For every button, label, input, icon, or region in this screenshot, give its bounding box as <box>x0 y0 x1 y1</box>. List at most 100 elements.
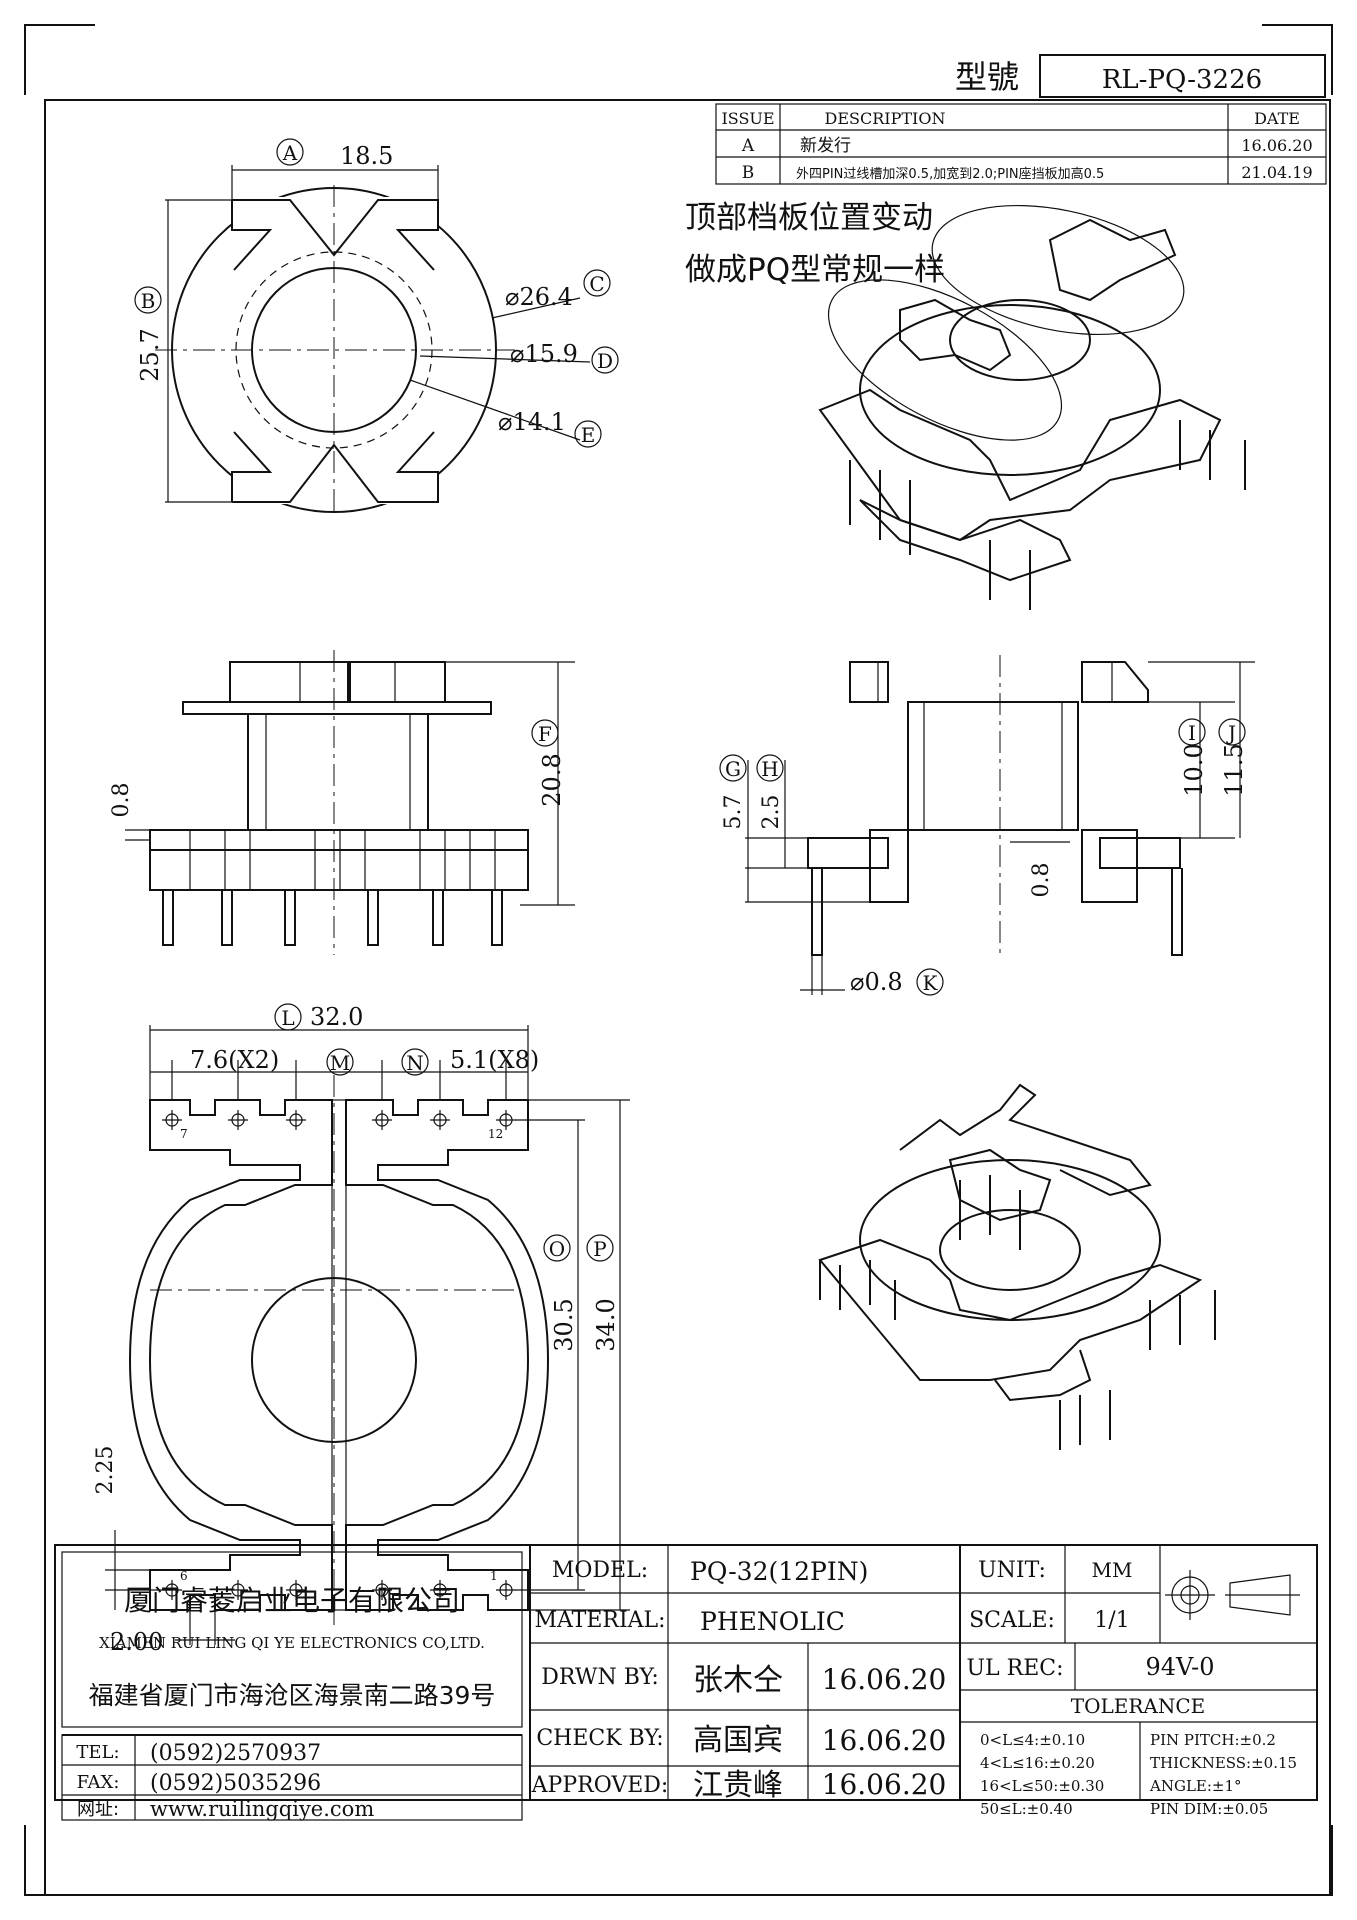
isometric-view-bottom <box>818 1083 1216 1450</box>
balloon-g <box>719 754 747 782</box>
projection-symbol-icon <box>1165 1570 1300 1620</box>
dim-left-small: 2.25 <box>93 1446 118 1495</box>
scale-value: 1/1 <box>1094 1608 1129 1633</box>
check-by-label: CHECK BY: <box>536 1726 663 1751</box>
dim-a-value: 18.5 <box>340 142 393 170</box>
corner-marks <box>24 24 1333 1896</box>
rev-b-date: 21.04.19 <box>1241 163 1312 182</box>
tolerance-7: ANGLE:±1° <box>1149 1777 1242 1795</box>
tolerance-2: 4<L≤16:±0.20 <box>980 1754 1095 1772</box>
tolerance-3: 16<L≤50:±0.30 <box>980 1777 1104 1795</box>
balloon-b-label: B <box>141 289 156 313</box>
dim-d-value: ⌀15.9 <box>510 340 578 368</box>
model-number: RL-PQ-3226 <box>1102 65 1262 95</box>
rev-b-issue: B <box>742 163 755 183</box>
model-field-label: MODEL: <box>552 1558 648 1583</box>
balloon-o <box>543 1234 571 1262</box>
balloon-p <box>586 1234 614 1262</box>
dim-p-value: 34.0 <box>592 1298 620 1351</box>
tolerance-1: 0<L≤4:±0.10 <box>980 1731 1085 1749</box>
dim-g-value: 5.7 <box>721 795 746 830</box>
fax-label: FAX: <box>77 1772 120 1793</box>
dim-f-small: 0.8 <box>109 783 134 818</box>
rev-a-desc: 新发行 <box>800 136 851 156</box>
drawn-date: 16.06.20 <box>822 1663 947 1696</box>
balloon-o-label: O <box>549 1237 565 1261</box>
company-name-cn: 厦门睿菱启业电子有限公司 <box>124 1584 460 1617</box>
model-label: 型號 <box>955 58 1019 96</box>
sheet-border <box>44 99 1331 1896</box>
approved-by-label: APPROVED: <box>531 1773 669 1798</box>
check-date: 16.06.20 <box>822 1724 947 1757</box>
dim-j-value: 11.5 <box>1220 743 1248 796</box>
dim-h-value: 2.5 <box>759 795 784 830</box>
balloon-l <box>274 1003 302 1031</box>
rev-header-date: DATE <box>1254 109 1300 128</box>
pin-label-7: 7 <box>180 1127 188 1141</box>
pin-label-1: 1 <box>490 1569 498 1583</box>
drawn-by-name: 张木仝 <box>693 1663 783 1698</box>
approved-date: 16.06.20 <box>822 1768 947 1801</box>
tel-label: TEL: <box>76 1742 119 1763</box>
unit-value: MM <box>1092 1558 1133 1582</box>
dim-i-value: 10.0 <box>1180 743 1208 796</box>
dim-n-value: 5.1(X8) <box>450 1046 539 1074</box>
tel-value: (0592)2570937 <box>150 1741 321 1766</box>
title-block: 厦门睿菱启业电子有限公司 XIAMEN RUI LING QI YE ELECT… <box>54 1544 1318 1821</box>
balloon-j <box>1218 718 1246 746</box>
balloon-i-label: I <box>1188 721 1196 745</box>
check-by-name: 高国宾 <box>693 1723 783 1758</box>
balloon-h-label: H <box>761 757 778 781</box>
tolerance-4: 50≤L:±0.40 <box>980 1800 1073 1818</box>
pin-label-6: 6 <box>180 1569 188 1583</box>
balloon-b <box>134 286 162 314</box>
web-value: www.ruilingqiye.com <box>150 1797 374 1821</box>
pin-label-12: 12 <box>488 1127 503 1141</box>
rev-b-desc: 外四PIN过线槽加深0.5,加宽到2.0;PIN座挡板加高0.5 <box>796 166 1104 182</box>
drawn-by-label: DRWN BY: <box>541 1665 659 1690</box>
balloon-n <box>401 1048 429 1076</box>
balloon-n-label: N <box>406 1051 424 1075</box>
balloon-p-label: P <box>593 1237 606 1261</box>
rev-a-date: 16.06.20 <box>1241 136 1312 155</box>
balloon-k <box>916 968 944 996</box>
dim-c-value: ⌀26.4 <box>505 283 573 311</box>
balloon-c-label: C <box>589 272 604 296</box>
fax-value: (0592)5035296 <box>150 1771 321 1796</box>
dim-e-value: ⌀14.1 <box>498 408 566 436</box>
dim-f-value: 20.8 <box>538 753 566 806</box>
dim-k-value: ⌀0.8 <box>850 968 903 996</box>
balloon-i <box>1178 718 1206 746</box>
balloon-f <box>531 719 559 747</box>
company-address: 福建省厦门市海沧区海景南二路39号 <box>89 1681 496 1710</box>
top-view: 18.5 25.7 ⌀26.4 ⌀15.9 ⌀14.1 <box>136 142 591 515</box>
balloon-m <box>326 1048 354 1076</box>
balloon-a-label: A <box>282 141 298 165</box>
balloon-a <box>276 138 304 166</box>
material-label: MATERIAL: <box>534 1608 665 1633</box>
model-field-value: PQ-32(12PIN) <box>690 1557 868 1586</box>
front-view: 20.8 0.8 <box>109 650 575 955</box>
web-label: 网址: <box>77 1799 119 1820</box>
dim-b-value: 25.7 <box>136 328 164 381</box>
dim-m-value: 7.6(X2) <box>190 1046 279 1074</box>
rev-header-issue: ISSUE <box>721 109 774 128</box>
balloons: A B C D E F G H I J K L M N O P <box>134 138 1246 1262</box>
note-line-1: 顶部档板位置变动 <box>685 200 933 236</box>
rev-header-desc: DESCRIPTION <box>825 109 946 128</box>
dim-side-small: 0.8 <box>1029 863 1054 898</box>
side-view: 10.0 11.5 5.7 2.5 0.8 ⌀0.8 <box>721 655 1255 996</box>
company-name-en: XIAMEN RUI LING QI YE ELECTRONICS CO,LTD… <box>99 1634 485 1652</box>
dim-l-value: 32.0 <box>310 1003 363 1031</box>
balloon-m-label: M <box>330 1051 350 1075</box>
balloon-g-label: G <box>725 757 741 781</box>
balloon-l-label: L <box>281 1006 294 1030</box>
balloon-c <box>583 269 611 297</box>
balloon-e <box>574 420 602 448</box>
bottom-view: 7 12 6 1 32.0 7.6(X2) 5.1(X8) 30.5 34.0 … <box>93 1003 630 1656</box>
model-header: 型號 RL-PQ-3226 <box>955 54 1326 98</box>
pin-markers <box>162 1110 516 1600</box>
balloon-d-label: D <box>597 349 613 373</box>
balloon-h <box>756 754 784 782</box>
unit-label: UNIT: <box>978 1558 1046 1583</box>
